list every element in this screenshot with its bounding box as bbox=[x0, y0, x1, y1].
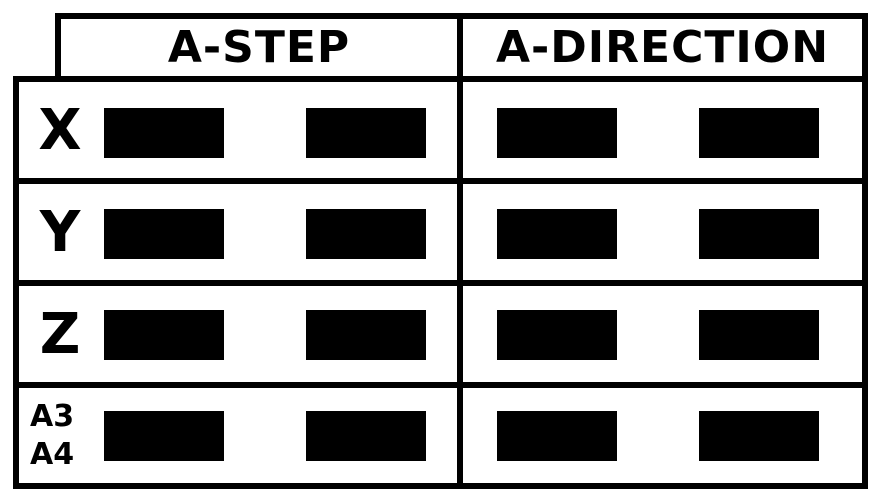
indicator-z-direction-1 bbox=[497, 310, 617, 360]
column-divider bbox=[457, 13, 463, 489]
indicator-x-step-1 bbox=[104, 108, 224, 158]
row-divider-2 bbox=[13, 280, 868, 286]
header-a-direction: A-DIRECTION bbox=[495, 21, 830, 73]
header-divider bbox=[13, 76, 868, 82]
row-label-x: X bbox=[38, 97, 82, 163]
row-label-a3-a4: A3 A4 bbox=[20, 388, 100, 483]
row-divider-3 bbox=[13, 382, 868, 388]
indicator-z-step-1 bbox=[104, 310, 224, 360]
indicator-z-direction-2 bbox=[699, 310, 819, 360]
row-label-a3: A3 bbox=[30, 398, 75, 434]
indicator-y-step-2 bbox=[306, 209, 426, 259]
row-label-y: Y bbox=[39, 199, 81, 265]
row-label-z: Z bbox=[39, 301, 81, 367]
indicator-x-direction-2 bbox=[699, 108, 819, 158]
indicator-x-direction-1 bbox=[497, 108, 617, 158]
table-border-bottom bbox=[13, 483, 868, 489]
indicator-a3a4-step-2 bbox=[306, 411, 426, 461]
table-border-right bbox=[862, 13, 868, 489]
indicator-z-step-2 bbox=[306, 310, 426, 360]
table-border-left bbox=[13, 76, 19, 489]
indicator-a3a4-step-1 bbox=[104, 411, 224, 461]
header-a-step: A-STEP bbox=[167, 21, 351, 73]
indicator-y-direction-1 bbox=[497, 209, 617, 259]
indicator-a3a4-direction-1 bbox=[497, 411, 617, 461]
row-label-a4: A4 bbox=[30, 436, 75, 472]
row-divider-1 bbox=[13, 178, 868, 184]
indicator-x-step-2 bbox=[306, 108, 426, 158]
indicator-y-direction-2 bbox=[699, 209, 819, 259]
indicator-a3a4-direction-2 bbox=[699, 411, 819, 461]
indicator-y-step-1 bbox=[104, 209, 224, 259]
header-border-left bbox=[55, 13, 61, 82]
